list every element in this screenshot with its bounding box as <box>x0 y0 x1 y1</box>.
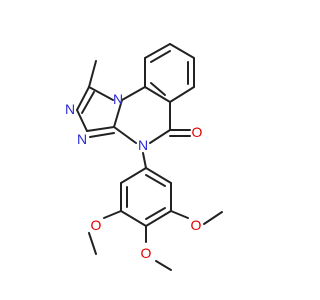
bond-n4-c3a <box>113 126 137 144</box>
bond-c1-n2 <box>76 86 90 111</box>
atom-o-methoxy-right: O <box>191 217 202 233</box>
bond-c1-n2-double <box>81 91 95 114</box>
bond-aryl-inner-2 <box>145 207 166 220</box>
molecule-structure: N N N N O O O O <box>65 43 223 271</box>
bond-ome-para-me <box>155 260 172 271</box>
bond-benzo-3 <box>169 43 195 59</box>
bond-n-fusion-c10a <box>121 86 146 101</box>
bond-c3a-n-fusion <box>113 99 123 128</box>
atom-n-ring-fusion: N <box>113 91 123 107</box>
bond-benzo-5 <box>169 86 195 103</box>
bond-n3-c3a-double <box>89 132 115 138</box>
bond-c5-n4 <box>149 129 171 144</box>
atom-o-carbonyl: O <box>192 124 203 140</box>
bond-aryl-4 <box>145 210 172 227</box>
bond-benzo-2 <box>144 43 171 59</box>
atom-n-triazole-top: N <box>65 101 75 117</box>
atom-o-methoxy-para: O <box>141 245 152 261</box>
bond-aryl-3 <box>120 210 147 227</box>
bond-n4-aryl <box>142 152 147 169</box>
bond-ome-left-o <box>103 210 122 219</box>
bond-n3-c3a <box>86 126 115 132</box>
bond-benzo-inner-1 <box>150 50 171 63</box>
atom-n-triazole-bottom: N <box>77 131 87 147</box>
bond-benzo-inner-3 <box>150 82 166 96</box>
bond-c10a-c6a <box>144 86 171 103</box>
bond-methyl <box>88 60 97 88</box>
bond-aryl-6 <box>145 167 172 184</box>
atom-n-lactam: N <box>138 137 148 153</box>
atom-o-methoxy-left: O <box>91 217 102 233</box>
bond-n2-n3 <box>76 109 88 132</box>
bonds <box>76 43 223 271</box>
bond-c1-n-fusion <box>88 86 114 101</box>
bond-aryl-1 <box>120 167 147 184</box>
atom-labels: N N N N O O O O <box>65 91 203 261</box>
bond-ome-right-o <box>170 210 189 219</box>
bond-aryl-inner-3 <box>145 174 166 187</box>
bond-ome-left-me <box>88 232 97 255</box>
bond-ome-right-me <box>203 211 223 225</box>
